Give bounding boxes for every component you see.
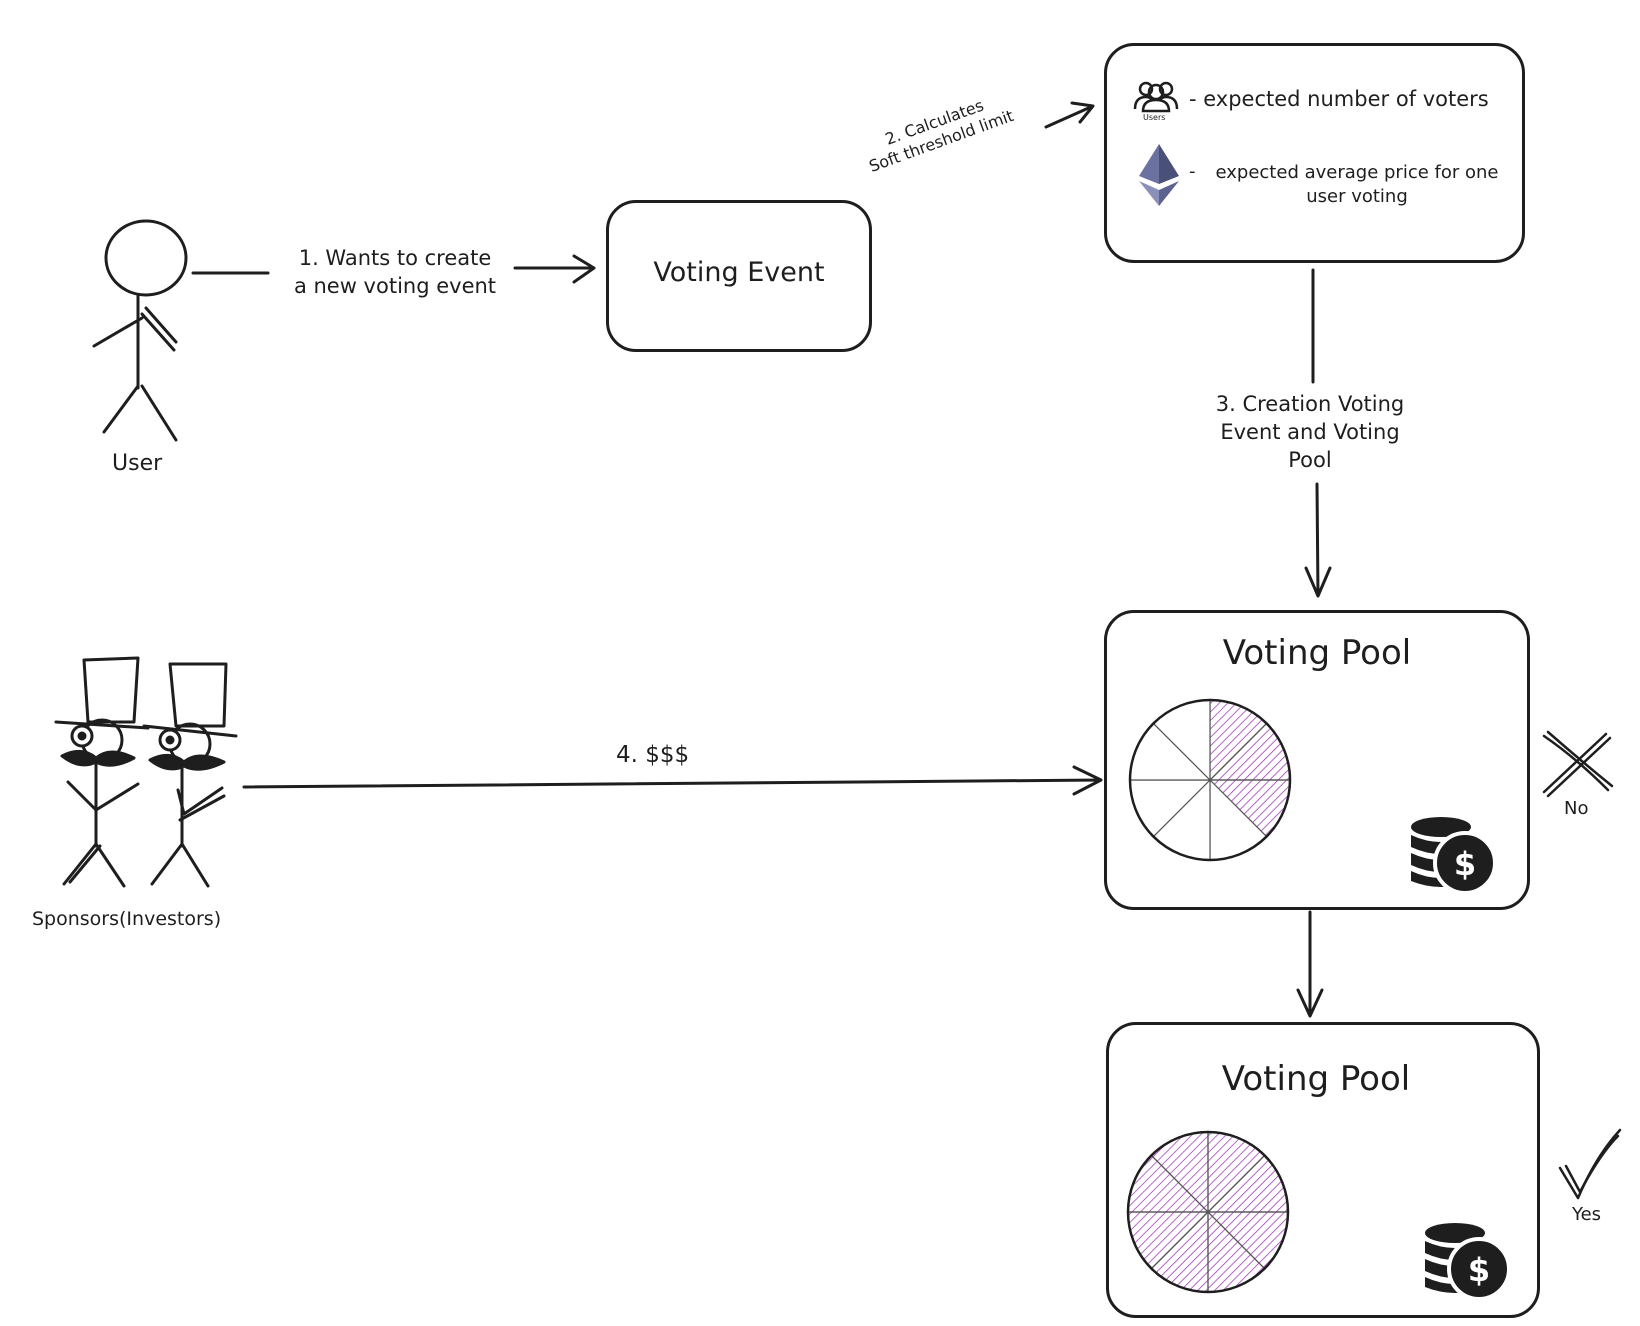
price-text: expected average price for one user voti… [1207, 161, 1507, 209]
arrow-step2 [1044, 101, 1095, 129]
calculation-box: Users - expected number of voters - expe… [1104, 43, 1525, 263]
stick-figure-icon [92, 219, 188, 442]
voting-pool-box-yes: Voting Pool $ [1106, 1022, 1540, 1318]
voters-text: - expected number of voters [1189, 87, 1489, 111]
voting-event-title: Voting Event [653, 257, 825, 288]
step3-label: 3. Creation Voting Event and Voting Pool [1200, 390, 1420, 474]
cross-icon [1542, 730, 1614, 798]
coin-stack-dollar-icon-2: $ [1425, 1223, 1511, 1301]
svg-text:$: $ [1454, 845, 1476, 883]
price-text-line1: expected average price for one [1215, 162, 1499, 183]
arrow-step4 [242, 765, 1103, 796]
yes-label: Yes [1572, 1204, 1602, 1225]
step3-line2: Event and Voting [1220, 420, 1400, 444]
step1-line1: 1. Wants to create [298, 246, 492, 270]
price-text-line2: user voting [1306, 186, 1408, 207]
pie-outline [1126, 1130, 1290, 1294]
no-label: No [1564, 798, 1589, 819]
voting-event-box: Voting Event [606, 200, 872, 352]
arrow-pool-to-pool [1296, 910, 1324, 1018]
arrow-step1 [513, 254, 596, 284]
step1-line2: a new voting event [293, 274, 497, 298]
users-icon-caption: Users [1143, 113, 1166, 122]
step3-line1: 3. Creation Voting [1215, 392, 1405, 416]
coin-stack-dollar-icon: $ [1411, 817, 1497, 895]
svg-text:$: $ [1468, 1251, 1490, 1289]
step4-label: 4. $$$ [616, 742, 690, 768]
voting-pool-title-no: Voting Pool [1222, 633, 1412, 673]
top-hat-stick-figure-icon [54, 656, 238, 888]
arrow-step3 [1304, 482, 1332, 598]
pool-pie-yes [1126, 1130, 1290, 1294]
sponsors-label: Sponsors(Investors) [32, 908, 222, 930]
pie-outline [1128, 698, 1292, 862]
step1-label: 1. Wants to create a new voting event [280, 244, 510, 300]
price-dash: - [1189, 161, 1196, 182]
checkmark-icon [1558, 1128, 1622, 1200]
users-group-icon [1133, 81, 1179, 113]
voting-pool-title-yes: Voting Pool [1221, 1059, 1411, 1099]
step3-line3: Pool [1288, 448, 1332, 472]
ethereum-icon [1139, 144, 1179, 206]
pool-pie-no [1128, 698, 1292, 862]
voting-pool-box-no: Voting Pool $ [1104, 610, 1530, 910]
user-label: User [112, 451, 163, 476]
